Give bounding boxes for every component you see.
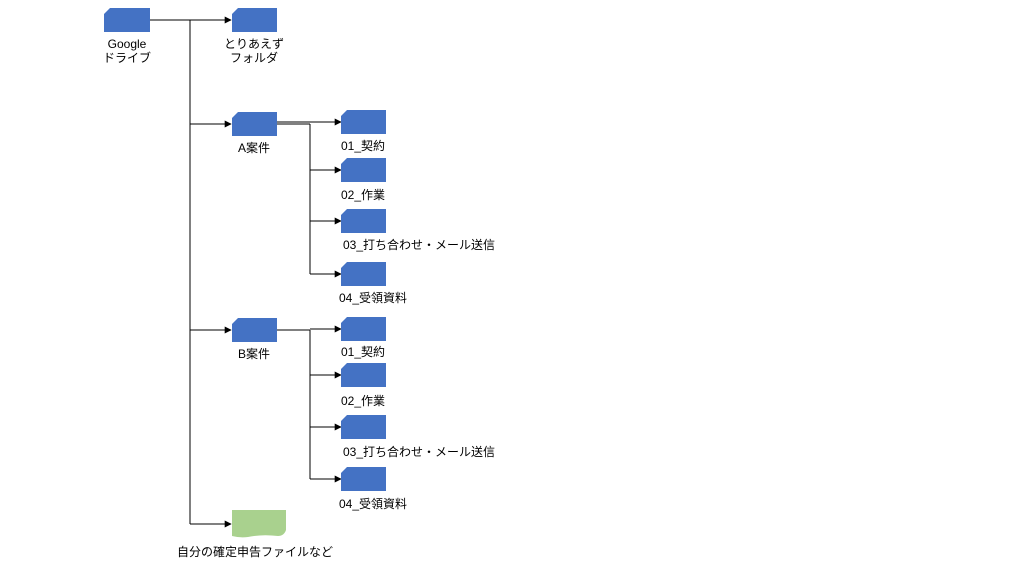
- case-b-child-4-folder-icon: [341, 467, 386, 491]
- case-b-child-2-label: 02_作業: [340, 394, 386, 408]
- case-b-folder-icon: [232, 318, 277, 342]
- files-label: 自分の確定申告ファイルなど: [176, 545, 334, 559]
- case-a-child-3-folder-icon: [341, 209, 386, 233]
- root-folder-label: Google ドライブ: [102, 37, 152, 65]
- temp-folder-icon: [232, 8, 277, 32]
- case-a-child-2-folder-icon: [341, 158, 386, 182]
- case-a-child-1-label: 01_契約: [340, 139, 386, 153]
- case-b-child-1-folder-icon: [341, 317, 386, 341]
- case-b-child-3-label: 03_打ち合わせ・メール送信: [342, 445, 496, 459]
- case-a-child-1-folder-icon: [341, 110, 386, 134]
- case-b-child-1-label: 01_契約: [340, 345, 386, 359]
- case-b-child-3-folder-icon: [341, 415, 386, 439]
- case-a-child-3-label: 03_打ち合わせ・メール送信: [342, 238, 496, 252]
- root-folder-icon: [104, 8, 150, 32]
- case-b-child-2-folder-icon: [341, 363, 386, 387]
- temp-folder-label: とりあえず フォルダ: [223, 37, 285, 65]
- case-a-child-2-label: 02_作業: [340, 188, 386, 202]
- folder-icons: [104, 8, 386, 491]
- case-b-label: B案件: [237, 347, 271, 361]
- case-a-label: A案件: [237, 141, 271, 155]
- case-a-child-4-folder-icon: [341, 262, 386, 286]
- case-b-child-4-label: 04_受領資料: [338, 497, 408, 511]
- connector-lines: [150, 16, 342, 528]
- case-a-child-4-label: 04_受領資料: [338, 291, 408, 305]
- document-icon: [232, 510, 286, 538]
- case-a-folder-icon: [232, 112, 277, 136]
